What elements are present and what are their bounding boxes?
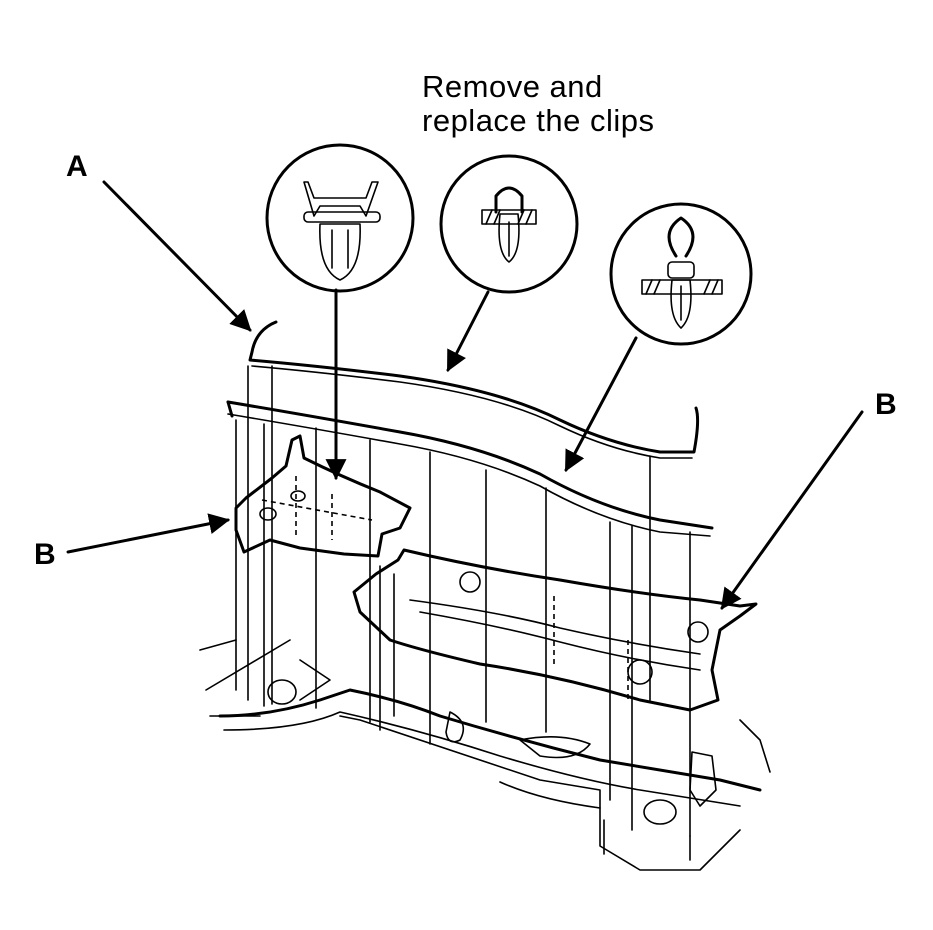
body-structure (199, 639, 771, 871)
leader-b-right-arrow-icon (720, 410, 864, 610)
leader-b-left-arrow-icon (66, 513, 231, 554)
clip-2-pointer-arrow-icon (446, 290, 490, 372)
leader-lines (66, 180, 864, 610)
clip-detail-3 (609, 202, 753, 346)
weatherstrip-a (248, 320, 700, 459)
label-b-right: B (875, 388, 897, 421)
assembly-guides (235, 365, 691, 837)
clip-3-pointer-arrow-icon (564, 336, 638, 472)
panel-b-left (234, 434, 412, 558)
loop-clip-icon (641, 216, 723, 329)
push-clip-icon (303, 181, 381, 281)
front-rail (226, 400, 714, 537)
label-a: A (66, 150, 88, 183)
panel-b-right (352, 548, 758, 712)
callout-line-1: Remove and (422, 69, 603, 104)
leader-a-arrow-icon (102, 180, 252, 332)
clip-detail-2 (439, 154, 579, 294)
grommet-clip-icon (481, 186, 537, 263)
label-b-left: B (34, 538, 56, 571)
clip-detail-1 (265, 143, 415, 293)
callout-text: Remove and replace the clips (422, 70, 655, 138)
callout-line-2: replace the clips (422, 103, 655, 138)
